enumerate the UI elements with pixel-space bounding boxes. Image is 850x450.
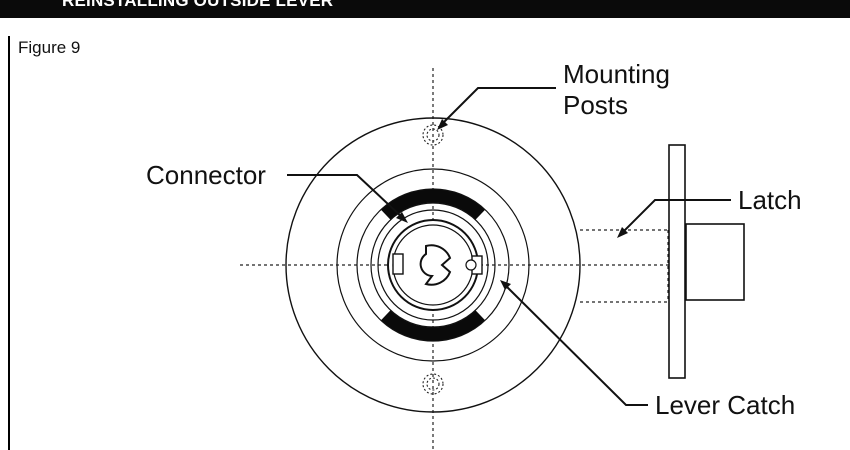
- mounting-posts-leader: [439, 87, 556, 127]
- section-title: REINSTALLING OUTSIDE LEVER: [62, 0, 334, 10]
- latch-label: Latch: [738, 185, 802, 215]
- connector-leader: [287, 174, 405, 220]
- figure-label: Figure 9: [18, 38, 81, 57]
- leader-lines: [287, 87, 731, 406]
- latch-faceplate: [685, 223, 745, 301]
- lever-catch-leader: [502, 282, 648, 406]
- lever-catch-label: Lever Catch: [655, 390, 795, 420]
- left-tab: [392, 253, 404, 275]
- left-margin-rule: [8, 36, 10, 450]
- spindle: [419, 244, 452, 286]
- connector-label: Connector: [146, 160, 266, 190]
- mounting-posts-label-line2: Posts: [563, 90, 628, 120]
- latch-arrow: [617, 227, 628, 238]
- mounting-posts-label-line1: Mounting: [563, 59, 670, 89]
- mounting-post-top: [422, 124, 444, 146]
- connector-ring: [380, 188, 486, 342]
- latch-leader: [620, 199, 731, 235]
- connector-arrow: [396, 212, 408, 223]
- section-header-bar: REINSTALLING OUTSIDE LEVER: [0, 0, 850, 18]
- outer-rose: [285, 117, 581, 413]
- middle-ring: [336, 168, 530, 362]
- door-edge-plate: [668, 144, 686, 379]
- lever-catch-arrow: [500, 280, 511, 290]
- latch-body: [580, 229, 669, 303]
- mounting-posts-arrow: [437, 119, 448, 130]
- inner-ring: [377, 209, 489, 321]
- mounting-post-bottom: [422, 373, 444, 395]
